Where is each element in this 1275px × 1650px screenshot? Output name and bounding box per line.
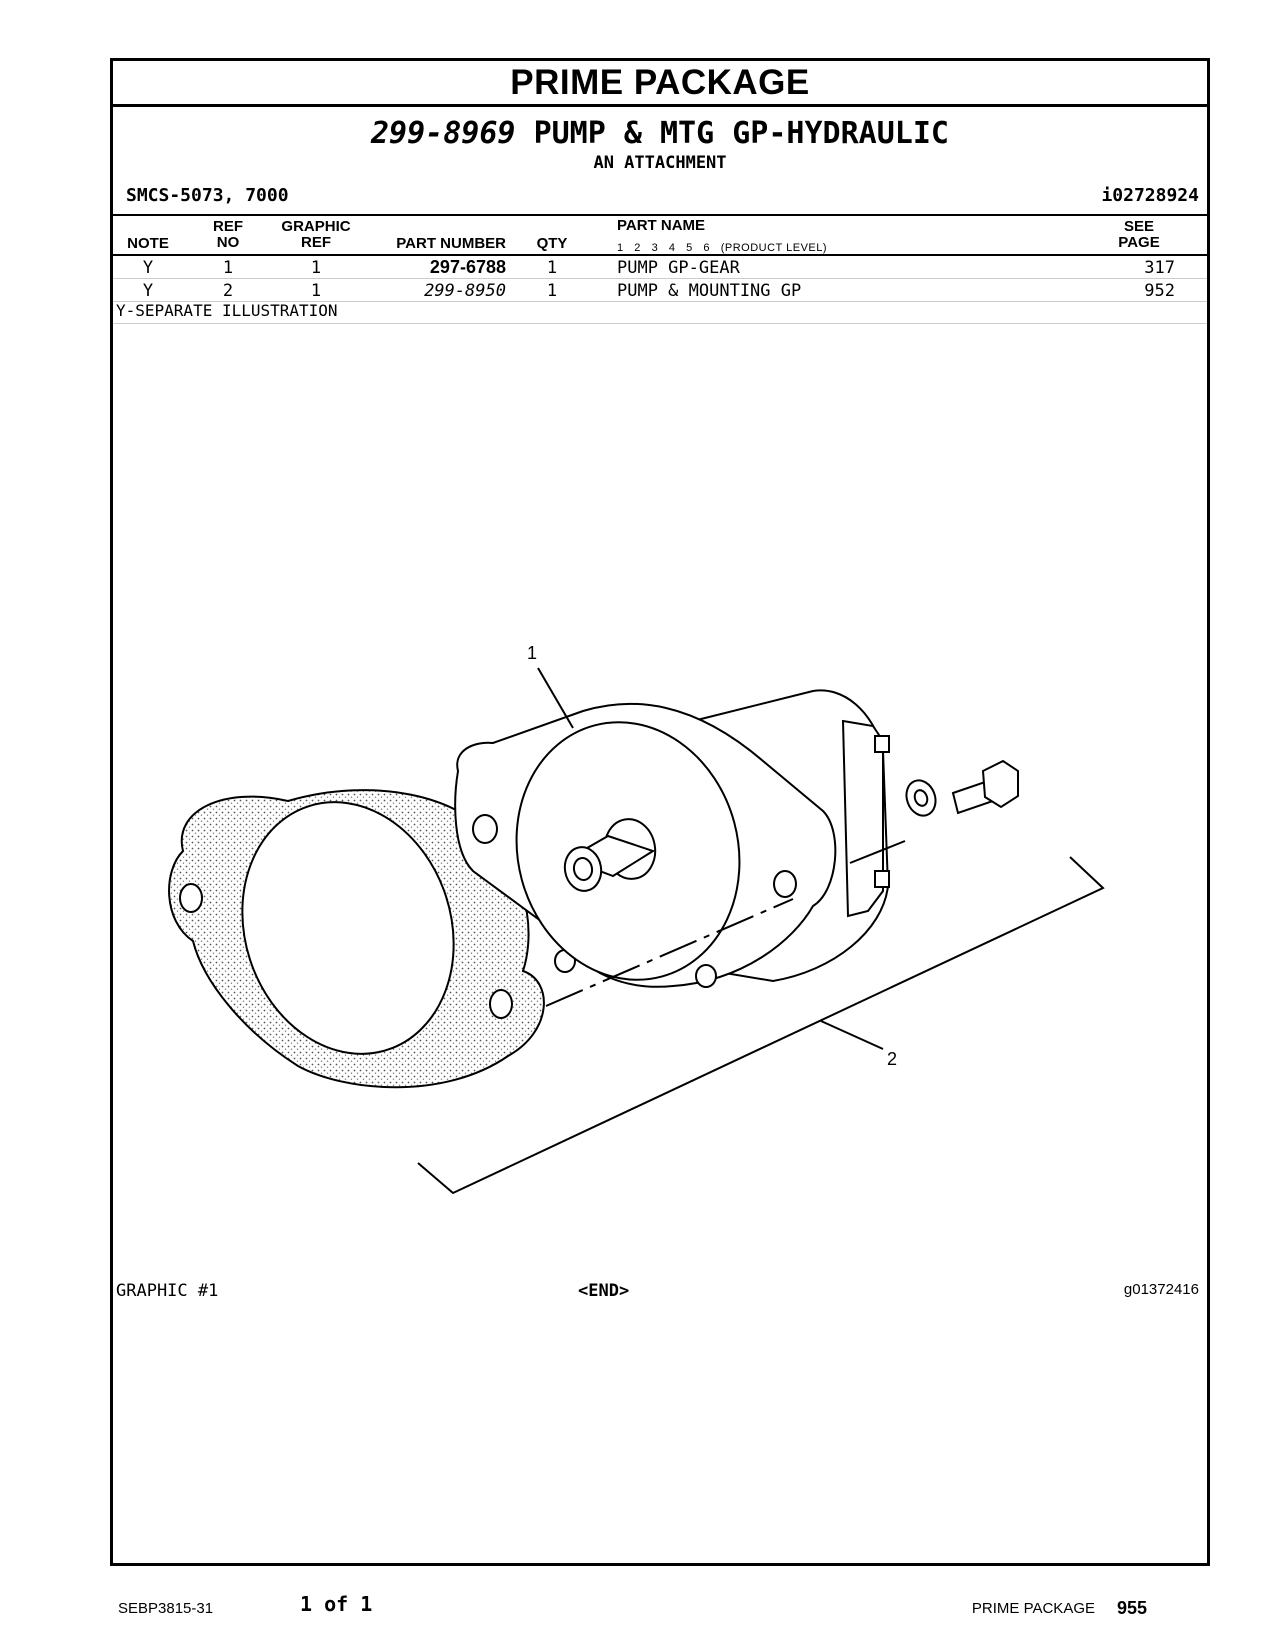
exploded-view-illustration: 1 2 — [168, 643, 1105, 1195]
page-frame: PRIME PACKAGE 299-8969 PUMP & MTG GP-HYD… — [110, 58, 1210, 1566]
col-header-graphic-ref-line1: GRAPHIC — [281, 218, 351, 235]
group-part-number: 299-8969 — [371, 116, 516, 151]
row-see-page[interactable]: 317 — [1144, 258, 1175, 278]
note-legend: Y-SEPARATE ILLUSTRATION — [116, 301, 338, 320]
document-id: i02728924 — [1101, 185, 1199, 206]
col-header-graphic-ref: GRAPHIC REF — [268, 219, 364, 251]
graphic-label: GRAPHIC #1 — [116, 1281, 219, 1301]
end-marker: <END> — [578, 1281, 630, 1301]
col-header-see-page: SEE PAGE — [1103, 219, 1175, 251]
page-of: 1 of 1 — [300, 1592, 373, 1616]
row-ref-no: 1 — [222, 258, 234, 278]
row-see-page[interactable]: 952 — [1144, 281, 1175, 301]
product-level-header: 1 2 3 4 5 6 (PRODUCT LEVEL) — [617, 242, 828, 254]
callout-2: 2 — [887, 1049, 897, 1069]
callout-1: 1 — [527, 643, 537, 663]
group-bracket — [417, 856, 1105, 1195]
group-name: PUMP & MTG GP-HYDRAULIC — [533, 116, 949, 151]
table-row: Y 2 1 299-8950 1 PUMP & MOUNTING GP 952 — [113, 279, 1207, 302]
row-note: Y — [142, 281, 154, 301]
smcs-code: SMCS-5073, 7000 — [126, 185, 289, 206]
row-part-number[interactable]: 299-8950 — [424, 281, 506, 301]
graphic-id: g01372416 — [1123, 1281, 1199, 1298]
section-title: PRIME PACKAGE — [113, 61, 1207, 107]
page-number: 955 — [1116, 1598, 1147, 1618]
row-part-name: PUMP & MOUNTING GP — [617, 281, 802, 301]
bolt-and-washer-drawing — [905, 759, 1019, 817]
row-qty: 1 — [546, 281, 558, 301]
col-header-graphic-ref-line2: REF — [301, 234, 331, 251]
col-header-note: NOTE — [127, 235, 169, 252]
table-row: Y 1 1 297-6788 1 PUMP GP-GEAR 317 — [113, 256, 1207, 279]
row-part-number[interactable]: 297-6788 — [429, 257, 506, 277]
row-qty: 1 — [546, 258, 558, 278]
row-ref-no: 2 — [222, 281, 234, 301]
col-header-part-number: PART NUMBER — [396, 235, 506, 252]
col-header-ref-no-line1: REF — [213, 218, 243, 235]
col-header-see-page-line1: SEE — [1123, 218, 1154, 235]
table-header-rule — [113, 254, 1207, 256]
centerline — [545, 898, 794, 1007]
col-header-ref-no: REF NO — [198, 219, 258, 251]
col-header-see-page-line2: PAGE — [1118, 234, 1160, 251]
leader-line-2 — [820, 1020, 884, 1050]
row-graphic-ref: 1 — [310, 258, 322, 278]
row-part-name: PUMP GP-GEAR — [617, 258, 740, 278]
centerline-segment — [849, 840, 906, 864]
group-title: 299-8969 PUMP & MTG GP-HYDRAULIC — [113, 117, 1207, 151]
pump-drawing — [454, 689, 890, 988]
doc-number: SEBP3815-31 — [118, 1600, 214, 1617]
footer-section: PRIME PACKAGE — [971, 1600, 1095, 1617]
col-header-ref-no-line2: NO — [216, 234, 240, 251]
row-graphic-ref: 1 — [310, 281, 322, 301]
table-top-rule — [113, 214, 1207, 216]
leader-line-1 — [537, 667, 574, 729]
gasket-drawing — [168, 789, 545, 1089]
col-header-part-name: PART NAME — [617, 217, 706, 234]
group-subtitle: AN ATTACHMENT — [593, 153, 727, 173]
row-note: Y — [142, 258, 154, 278]
col-header-qty: QTY — [536, 235, 568, 252]
legend-rule — [113, 323, 1207, 324]
